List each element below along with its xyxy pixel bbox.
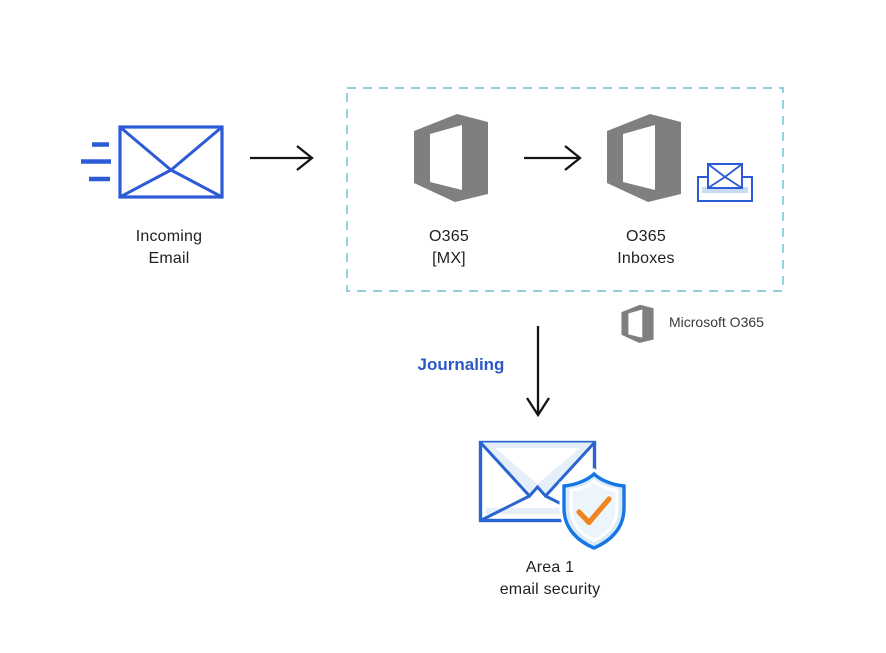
legend-label: Microsoft O365 — [669, 314, 764, 330]
label-line: Incoming — [135, 228, 203, 245]
label-line: Inboxes — [617, 250, 675, 267]
node-label-area1: Area 1 email security — [474, 557, 626, 601]
arrow-down-icon — [526, 326, 550, 418]
label-line: Area 1 — [525, 559, 575, 576]
arrow-right-icon — [250, 145, 314, 171]
envelope-shield-check-icon — [478, 440, 629, 553]
office365-logo-icon — [414, 114, 488, 202]
shield-check-icon — [559, 467, 629, 553]
label-line: O365 — [626, 228, 666, 245]
node-label-incoming-email: Incoming Email — [99, 226, 239, 270]
inbox-tray-envelope-icon — [697, 163, 753, 202]
label-line: email security — [499, 581, 601, 598]
journaling-label: Journaling — [417, 355, 505, 374]
label-line: Email — [148, 250, 190, 267]
node-label-o365-inboxes: O365 Inboxes — [576, 226, 716, 270]
envelope-with-speed-lines-icon — [81, 125, 224, 199]
arrow-right-icon — [524, 145, 582, 171]
node-label-o365-mx: O365 [MX] — [379, 226, 519, 270]
dashed-group-box — [346, 87, 784, 292]
office365-logo-icon — [621, 304, 654, 343]
label-line: [MX] — [432, 250, 466, 267]
label-line: O365 — [429, 228, 469, 245]
office365-logo-icon — [607, 114, 681, 202]
